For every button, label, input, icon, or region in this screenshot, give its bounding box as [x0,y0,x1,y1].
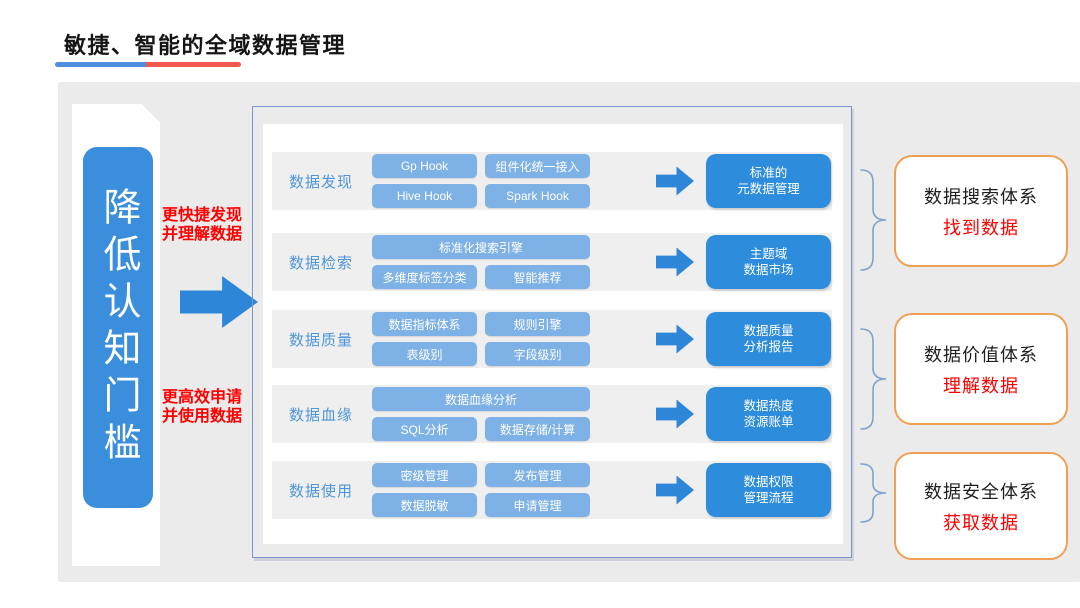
brace-icon [860,168,888,272]
result-card: 数据质量 分析报告 [706,312,831,366]
chip-group: 标准化搜索引擎 多维度标签分类 智能推荐 [372,235,590,289]
note-discover-data: 更快捷发现 并理解数据 [162,207,243,243]
row-label: 数据血缘 [289,406,354,424]
chip: 密级管理 [372,463,477,487]
row-label: 数据发现 [289,173,354,191]
outcome-subtitle: 获取数据 [943,512,1019,533]
goal-banner: 降低认知门槛 [83,147,153,508]
page-title: 敏捷、智能的全域数据管理 [64,33,347,58]
flow-arrow-icon [656,166,694,196]
chip: 智能推荐 [485,265,590,289]
outcome-subtitle: 理解数据 [943,375,1019,396]
outcome-title: 数据搜索体系 [924,186,1038,207]
row-label: 数据质量 [289,331,354,349]
chip: 发布管理 [485,463,590,487]
brace-icon [860,327,888,431]
row-data-retrieval: 数据检索 标准化搜索引擎 多维度标签分类 智能推荐 主题域 数据市场 [272,233,832,291]
chip: 数据指标体系 [372,312,477,336]
chip: 申请管理 [485,493,590,517]
chip-group: Gp Hook 组件化统一接入 Hive Hook Spark Hook [372,154,590,208]
chip: SQL分析 [372,417,477,441]
chip-group: 数据血缘分析 SQL分析 数据存储/计算 [372,387,590,441]
capability-panel-inner: 数据发现 Gp Hook 组件化统一接入 Hive Hook Spark Hoo… [263,124,843,544]
result-card: 主题域 数据市场 [706,235,831,289]
result-card: 标准的 元数据管理 [706,154,831,208]
row-label: 数据检索 [289,254,354,272]
chip: 表级别 [372,342,477,366]
row-data-lineage: 数据血缘 数据血缘分析 SQL分析 数据存储/计算 数据热度 资源账单 [272,385,832,443]
title-underline [55,62,241,67]
chip: 数据血缘分析 [372,387,590,411]
flow-arrow-icon [656,475,694,505]
flow-arrow-icon [656,247,694,277]
row-data-usage: 数据使用 密级管理 发布管理 数据脱敏 申请管理 数据权限 管理流程 [272,461,832,519]
chip-group: 数据指标体系 规则引擎 表级别 字段级别 [372,312,590,366]
flow-arrow-icon [656,399,694,429]
outcome-subtitle: 找到数据 [943,217,1019,238]
chip-group: 密级管理 发布管理 数据脱敏 申请管理 [372,463,590,517]
goal-banner-label: 降低认知门槛 [97,186,139,469]
result-card: 数据热度 资源账单 [706,387,831,441]
chip: 规则引擎 [485,312,590,336]
chip: 多维度标签分类 [372,265,477,289]
row-data-quality: 数据质量 数据指标体系 规则引擎 表级别 字段级别 数据质量 分析报告 [272,310,832,368]
chip: Hive Hook [372,184,477,208]
capability-panel: 数据发现 Gp Hook 组件化统一接入 Hive Hook Spark Hoo… [252,106,852,558]
brace-icon [860,462,888,524]
outcome-card-value: 数据价值体系 理解数据 [894,313,1068,425]
chip: Gp Hook [372,154,477,178]
outcome-title: 数据价值体系 [924,344,1038,365]
chip: Spark Hook [485,184,590,208]
note-use-data: 更高效申请 并使用数据 [162,389,243,425]
chip: 数据存储/计算 [485,417,590,441]
chip: 标准化搜索引擎 [372,235,590,259]
outcome-title: 数据安全体系 [924,481,1038,502]
row-data-discovery: 数据发现 Gp Hook 组件化统一接入 Hive Hook Spark Hoo… [272,152,832,210]
chip: 组件化统一接入 [485,154,590,178]
chip: 字段级别 [485,342,590,366]
chip: 数据脱敏 [372,493,477,517]
row-label: 数据使用 [289,482,354,500]
flow-arrow-icon [656,324,694,354]
result-card: 数据权限 管理流程 [706,463,831,517]
outcome-card-security: 数据安全体系 获取数据 [894,452,1068,560]
outcome-card-search: 数据搜索体系 找到数据 [894,155,1068,267]
